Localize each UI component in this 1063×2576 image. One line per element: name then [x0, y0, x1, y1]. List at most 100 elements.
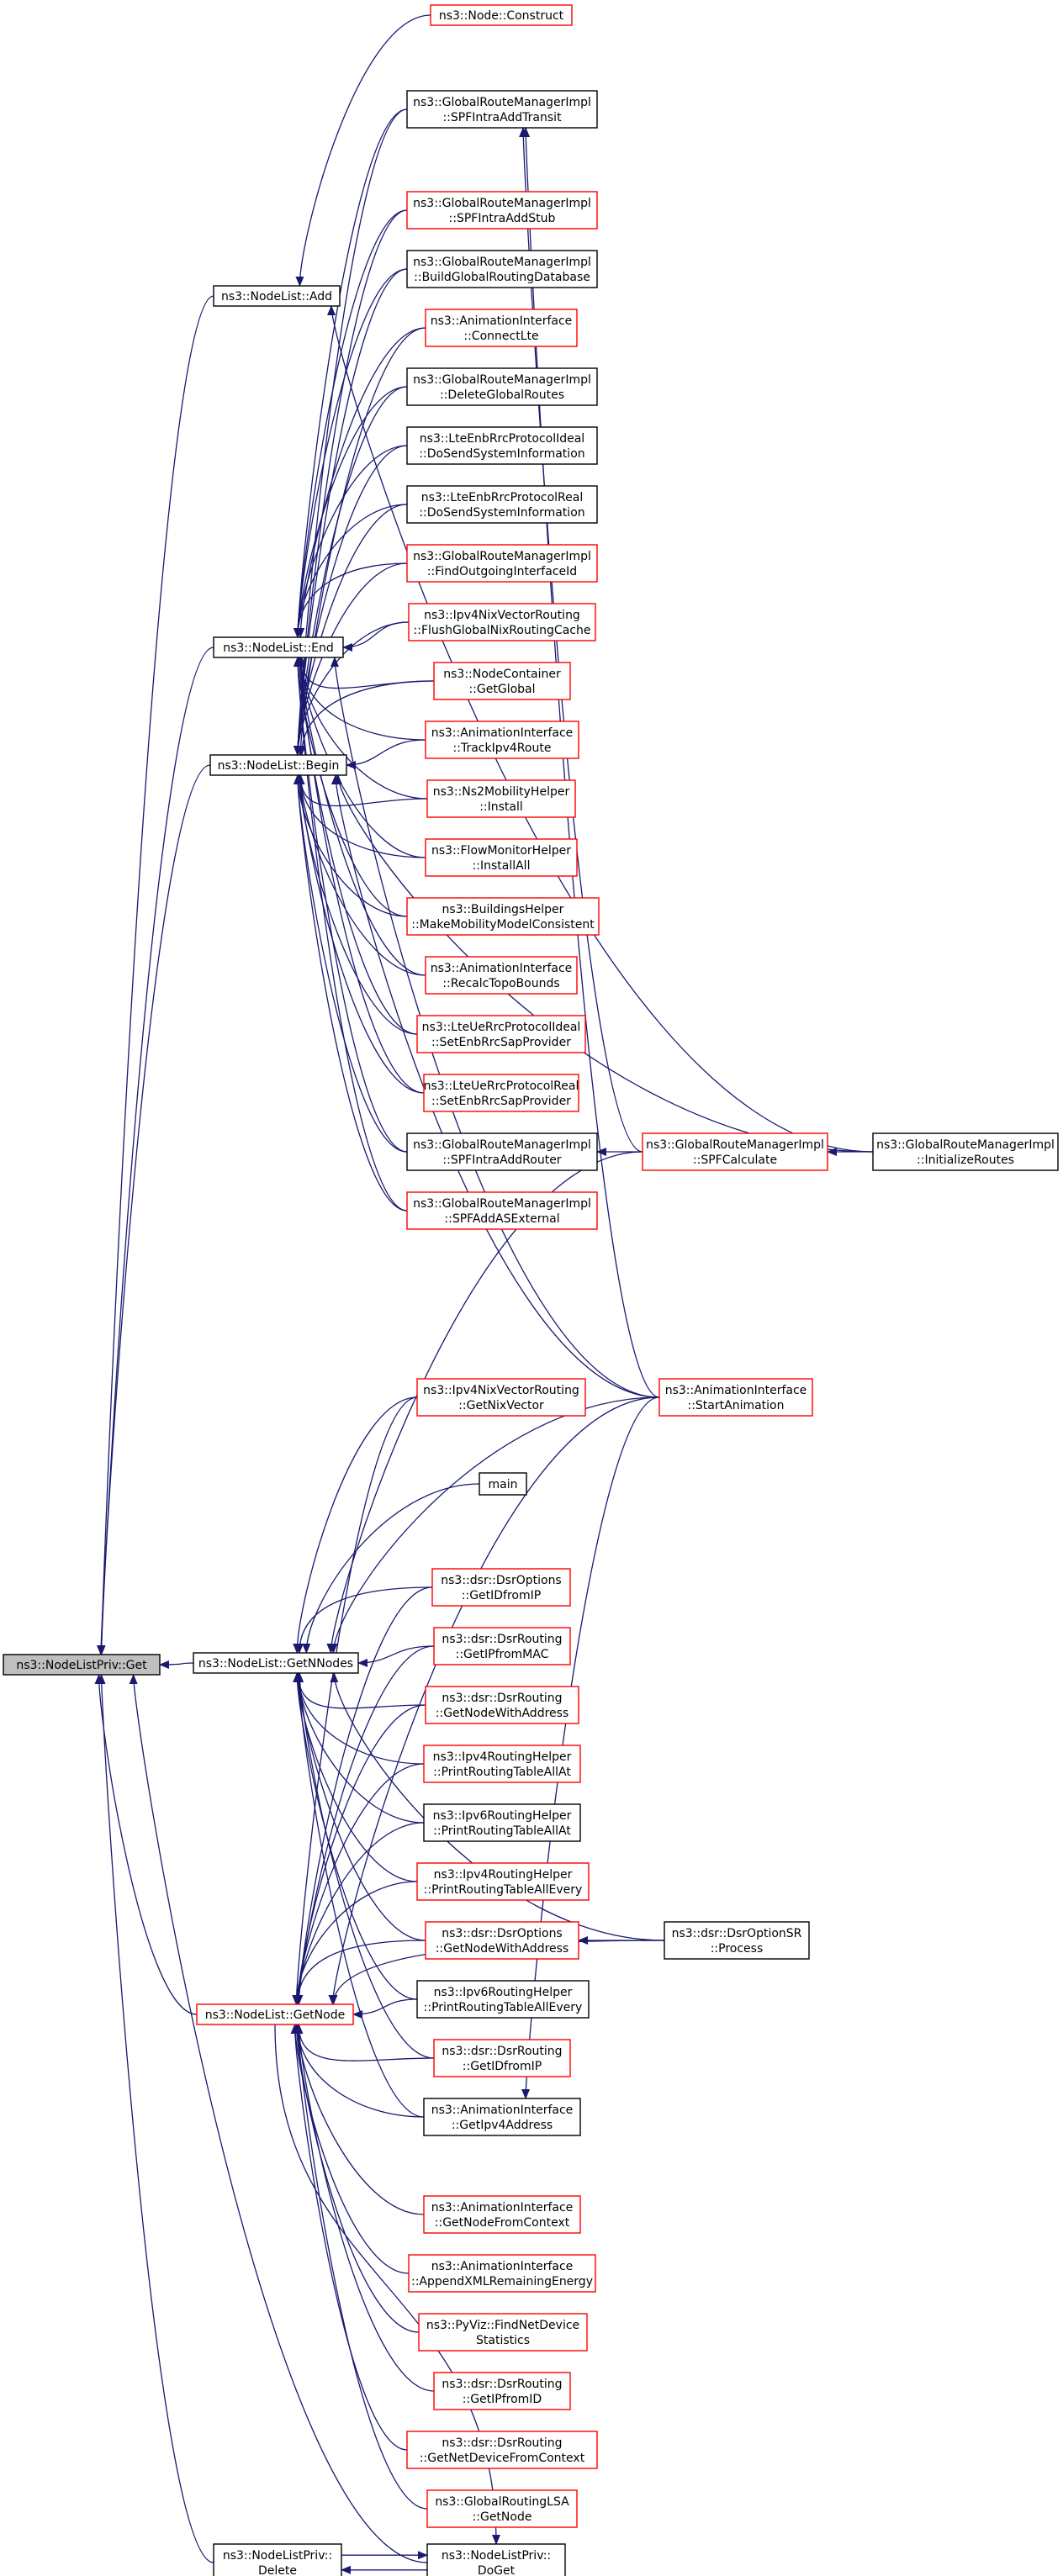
- node-box[interactable]: [406, 367, 598, 406]
- node-box[interactable]: [416, 1862, 590, 1901]
- node-rt_getipmac[interactable]: ns3::dsr::DsrRouting::GetIPfromMAC: [433, 1627, 571, 1665]
- node-intratransit[interactable]: ns3::GlobalRouteManagerImpl::SPFIntraAdd…: [406, 90, 598, 129]
- node-box[interactable]: [423, 1803, 581, 1842]
- node-globallsa[interactable]: ns3::GlobalRoutingLSA::GetNode: [426, 2489, 578, 2528]
- node-box[interactable]: [416, 1378, 586, 1417]
- node-box[interactable]: [433, 1627, 571, 1665]
- node-box[interactable]: [423, 2195, 581, 2234]
- node-box[interactable]: [423, 1745, 581, 1783]
- node-spfcalc[interactable]: ns3::GlobalRouteManagerImpl::SPFCalculat…: [642, 1132, 828, 1171]
- node-box[interactable]: [3, 1654, 161, 1676]
- node-intrarouter[interactable]: ns3::GlobalRouteManagerImpl::SPFIntraAdd…: [406, 1132, 598, 1171]
- node-ipv6_allat[interactable]: ns3::Ipv6RoutingHelper::PrintRoutingTabl…: [423, 1803, 581, 1842]
- node-rt_getnodeaddr[interactable]: ns3::dsr::DsrRouting::GetNodeWithAddress: [425, 1686, 579, 1724]
- node-addasext[interactable]: ns3::GlobalRouteManagerImpl::SPFAddASExt…: [406, 1191, 598, 1230]
- node-ipv6_allevery[interactable]: ns3::Ipv6RoutingHelper::PrintRoutingTabl…: [416, 1980, 590, 2019]
- node-flushnix[interactable]: ns3::Ipv4NixVectorRouting::FlushGlobalNi…: [408, 603, 596, 641]
- node-box[interactable]: [423, 1074, 579, 1112]
- node-rt_getidip[interactable]: ns3::dsr::DsrRouting::GetIDfromIP: [433, 2039, 571, 2077]
- node-box[interactable]: [425, 1686, 579, 1724]
- node-privdoget[interactable]: ns3::NodeListPriv::DoGet: [426, 2543, 566, 2576]
- node-box[interactable]: [642, 1132, 828, 1171]
- node-real_sysinfo[interactable]: ns3::LteEnbRrcProtocolReal::DoSendSystem…: [406, 485, 598, 524]
- node-box[interactable]: [408, 2254, 596, 2293]
- node-box[interactable]: [425, 721, 579, 759]
- node-box[interactable]: [406, 897, 600, 936]
- node-ipv4_allevery[interactable]: ns3::Ipv4RoutingHelper::PrintRoutingTabl…: [416, 1862, 590, 1901]
- node-box[interactable]: [425, 956, 578, 995]
- node-box[interactable]: [213, 2543, 342, 2576]
- node-getnode[interactable]: ns3::NodeList::GetNode: [196, 2003, 354, 2025]
- node-buildings[interactable]: ns3::BuildingsHelper::MakeMobilityModelC…: [406, 897, 600, 936]
- node-box[interactable]: [425, 838, 578, 877]
- node-appendxml[interactable]: ns3::AnimationInterface::AppendXMLRemain…: [408, 2254, 596, 2293]
- node-box[interactable]: [213, 636, 344, 658]
- node-buildglobal[interactable]: ns3::GlobalRouteManagerImpl::BuildGlobal…: [406, 250, 598, 288]
- node-box[interactable]: [431, 1568, 571, 1607]
- node-box[interactable]: [433, 2372, 571, 2410]
- node-recalctopo[interactable]: ns3::AnimationInterface::RecalcTopoBound…: [425, 956, 578, 995]
- node-add[interactable]: ns3::NodeList::Add: [213, 285, 341, 307]
- node-startanim[interactable]: ns3::AnimationInterface::StartAnimation: [658, 1378, 813, 1417]
- node-optsr[interactable]: ns3::dsr::DsrOptionSR::Process: [664, 1921, 810, 1960]
- node-box[interactable]: [406, 191, 598, 230]
- node-box[interactable]: [406, 2431, 598, 2469]
- node-box[interactable]: [406, 485, 598, 524]
- node-intrastub[interactable]: ns3::GlobalRouteManagerImpl::SPFIntraAdd…: [406, 191, 598, 230]
- node-ns2mobility[interactable]: ns3::Ns2MobilityHelper::Install: [426, 779, 576, 818]
- node-get[interactable]: ns3::NodeListPriv::Get: [3, 1654, 161, 1676]
- node-opt_getid[interactable]: ns3::dsr::DsrOptions::GetIDfromIP: [431, 1568, 571, 1607]
- node-box[interactable]: [418, 2313, 588, 2352]
- node-rt_getipid[interactable]: ns3::dsr::DsrRouting::GetIPfromID: [433, 2372, 571, 2410]
- node-findoutgoing[interactable]: ns3::GlobalRouteManagerImpl::FindOutgoin…: [406, 544, 598, 583]
- node-box[interactable]: [408, 603, 596, 641]
- node-getnixvector[interactable]: ns3::Ipv4NixVectorRouting::GetNixVector: [416, 1378, 586, 1417]
- node-real_setenb[interactable]: ns3::LteUeRrcProtocolReal::SetEnbRrcSapP…: [423, 1074, 579, 1112]
- node-box[interactable]: [430, 4, 573, 26]
- node-getnnodes[interactable]: ns3::NodeList::GetNNodes: [193, 1652, 359, 1674]
- node-box[interactable]: [433, 2039, 571, 2077]
- node-box[interactable]: [426, 779, 576, 818]
- node-box[interactable]: [213, 285, 341, 307]
- node-box[interactable]: [433, 662, 571, 700]
- node-ideal_setenb[interactable]: ns3::LteUeRrcProtocolIdeal::SetEnbRrcSap…: [416, 1015, 586, 1053]
- node-box[interactable]: [425, 309, 578, 347]
- node-box[interactable]: [406, 1132, 598, 1171]
- node-box[interactable]: [479, 1472, 527, 1496]
- node-box[interactable]: [416, 1015, 586, 1053]
- node-connectlte[interactable]: ns3::AnimationInterface::ConnectLte: [425, 309, 578, 347]
- node-box[interactable]: [872, 1132, 1059, 1171]
- node-rt_getnetdev[interactable]: ns3::dsr::DsrRouting::GetNetDeviceFromCo…: [406, 2431, 598, 2469]
- node-box[interactable]: [658, 1378, 813, 1417]
- node-end[interactable]: ns3::NodeList::End: [213, 636, 344, 658]
- node-box[interactable]: [664, 1921, 810, 1960]
- node-begin[interactable]: ns3::NodeList::Begin: [209, 754, 347, 776]
- node-box[interactable]: [406, 1191, 598, 1230]
- node-box[interactable]: [426, 2489, 578, 2528]
- node-ideal_sysinfo[interactable]: ns3::LteEnbRrcProtocolIdeal::DoSendSyste…: [406, 426, 598, 465]
- node-box[interactable]: [196, 2003, 354, 2025]
- node-box[interactable]: [406, 544, 598, 583]
- node-box[interactable]: [426, 2543, 566, 2576]
- node-box[interactable]: [406, 90, 598, 129]
- node-opt_getnodeaddr[interactable]: ns3::dsr::DsrOptions::GetNodeWithAddress: [425, 1921, 579, 1960]
- node-getnodectx[interactable]: ns3::AnimationInterface::GetNodeFromCont…: [423, 2195, 581, 2234]
- node-box[interactable]: [416, 1980, 590, 2019]
- node-box[interactable]: [425, 1921, 579, 1960]
- node-box[interactable]: [423, 2098, 581, 2136]
- node-box[interactable]: [406, 250, 598, 288]
- node-initroutes[interactable]: ns3::GlobalRouteManagerImpl::InitializeR…: [872, 1132, 1059, 1171]
- node-box[interactable]: [193, 1652, 359, 1674]
- node-construct[interactable]: ns3::Node::Construct: [430, 4, 573, 26]
- node-box[interactable]: [406, 426, 598, 465]
- node-privdelete[interactable]: ns3::NodeListPriv::Delete: [213, 2543, 342, 2576]
- node-trackipv4[interactable]: ns3::AnimationInterface::TrackIpv4Route: [425, 721, 579, 759]
- node-nodecontainer[interactable]: ns3::NodeContainer::GetGlobal: [433, 662, 571, 700]
- node-deleteglobal[interactable]: ns3::GlobalRouteManagerImpl::DeleteGloba…: [406, 367, 598, 406]
- node-getipv4addr[interactable]: ns3::AnimationInterface::GetIpv4Address: [423, 2098, 581, 2136]
- node-box[interactable]: [209, 754, 347, 776]
- node-flowmonitor[interactable]: ns3::FlowMonitorHelper::InstallAll: [425, 838, 578, 877]
- node-main[interactable]: main: [479, 1472, 527, 1496]
- node-ipv4_allat[interactable]: ns3::Ipv4RoutingHelper::PrintRoutingTabl…: [423, 1745, 581, 1783]
